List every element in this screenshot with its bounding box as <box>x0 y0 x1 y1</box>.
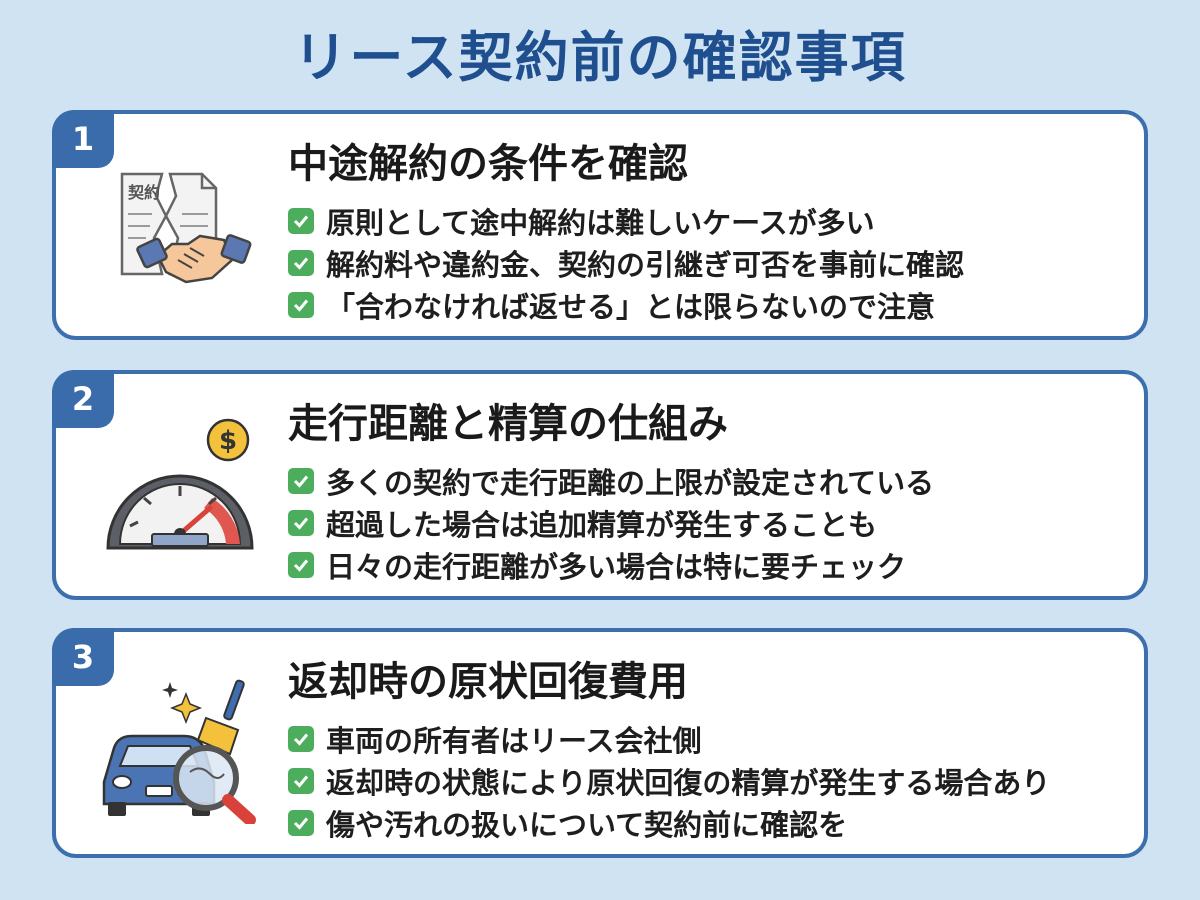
list-item: 解約料や違約金、契約の引継ぎ可否を事前に確認 <box>288 242 964 284</box>
checkmark-icon <box>288 292 314 318</box>
checkmark-icon <box>288 510 314 536</box>
checkmark-icon <box>288 250 314 276</box>
section-title: 中途解約の条件を確認 <box>288 141 688 187</box>
section-title: 走行距離と精算の仕組み <box>288 401 728 447</box>
dollar-sign: $ <box>219 426 237 456</box>
section-number-badge: 2 <box>52 370 114 428</box>
checkmark-icon <box>288 726 314 752</box>
check-list: 原則として途中解約は難しいケースが多い 解約料や違約金、契約の引継ぎ可否を事前に… <box>288 200 964 326</box>
section-card-1: 1 契約 中途解約の条件を確認 原則として途中解約は難しいケースが多い 解約料や… <box>52 110 1148 340</box>
checkmark-icon <box>288 768 314 794</box>
section-card-2: 2 $ 走行距離と精算の仕組み 多くの契約で走行距離の上限が設定されている 超過… <box>52 370 1148 600</box>
list-item: 車両の所有者はリース会社側 <box>288 718 1050 760</box>
list-item: 傷や汚れの扱いについて契約前に確認を <box>288 802 1050 844</box>
section-number-badge: 1 <box>52 110 114 168</box>
section-title: 返却時の原状回復費用 <box>288 659 688 705</box>
section-card-3: 3 返却時の原状回復費用 車両の所有者はリース会社側 返却時の状態により原状回復… <box>52 628 1148 858</box>
checkmark-icon <box>288 552 314 578</box>
contract-text: 契約 <box>127 183 160 202</box>
check-list: 多くの契約で走行距離の上限が設定されている 超過した場合は追加精算が発生すること… <box>288 460 934 586</box>
list-item: 超過した場合は追加精算が発生することも <box>288 502 934 544</box>
car-inspection-icon <box>102 679 256 824</box>
checkmark-icon <box>288 810 314 836</box>
checkmark-icon <box>288 208 314 234</box>
check-list: 車両の所有者はリース会社側 返却時の状態により原状回復の精算が発生する場合あり … <box>288 718 1050 844</box>
speedometer-dollar-icon: $ <box>106 418 254 550</box>
list-item: 返却時の状態により原状回復の精算が発生する場合あり <box>288 760 1050 802</box>
list-item: 日々の走行距離が多い場合は特に要チェック <box>288 544 934 586</box>
list-item: 多くの契約で走行距離の上限が設定されている <box>288 460 934 502</box>
checkmark-icon <box>288 468 314 494</box>
page-title: リース契約前の確認事項 <box>293 26 907 89</box>
list-item: 原則として途中解約は難しいケースが多い <box>288 200 964 242</box>
contract-handshake-icon: 契約 <box>120 172 252 284</box>
list-item: 「合わなければ返せる」とは限らないので注意 <box>288 284 964 326</box>
section-number-badge: 3 <box>52 628 114 686</box>
